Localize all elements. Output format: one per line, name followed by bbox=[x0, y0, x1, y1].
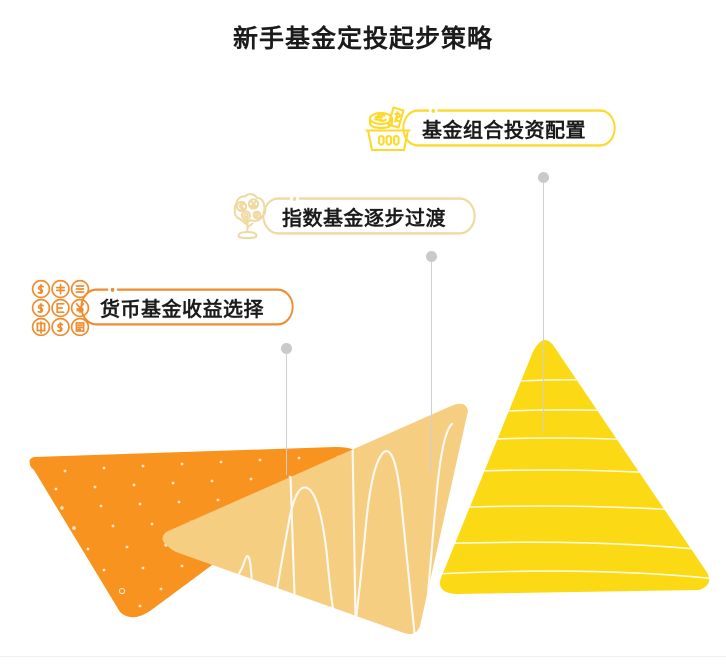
connector-dot-step-1 bbox=[281, 343, 292, 354]
step-item-index-fund[interactable]: 指数基金逐步过渡 bbox=[222, 190, 476, 242]
connector-dot-step-2 bbox=[426, 251, 437, 262]
connector-stem-step-3 bbox=[542, 182, 544, 432]
connector-stem-step-1 bbox=[285, 353, 287, 475]
connector-stem-step-2 bbox=[430, 261, 432, 473]
money-tree-icon bbox=[222, 190, 274, 242]
connector-dot-step-3 bbox=[538, 172, 549, 183]
step-label-text-fund-portfolio: 基金组合投资配置 bbox=[416, 113, 590, 143]
step-label-text-index-fund: 指数基金逐步过渡 bbox=[276, 201, 450, 231]
step-item-money-market-fund[interactable]: 货币基金收益选择 bbox=[30, 278, 294, 337]
cone-series-3 bbox=[439, 339, 710, 594]
step-label-text-money-market-fund: 货币基金收益选择 bbox=[94, 292, 268, 322]
shopping-basket-money-icon bbox=[362, 103, 414, 153]
step-label-pill-index-fund[interactable]: 指数基金逐步过渡 bbox=[262, 197, 476, 235]
step-label-pill-money-market-fund[interactable]: 货币基金收益选择 bbox=[80, 288, 294, 326]
footer-divider bbox=[0, 656, 726, 657]
coin-grid-icon bbox=[30, 278, 92, 337]
step-label-pill-fund-portfolio[interactable]: 基金组合投资配置 bbox=[402, 109, 616, 147]
cone-series-2 bbox=[162, 403, 468, 635]
step-item-fund-portfolio[interactable]: 基金组合投资配置 bbox=[362, 103, 616, 153]
page-title: 新手基金定投起步策略 bbox=[232, 25, 493, 53]
